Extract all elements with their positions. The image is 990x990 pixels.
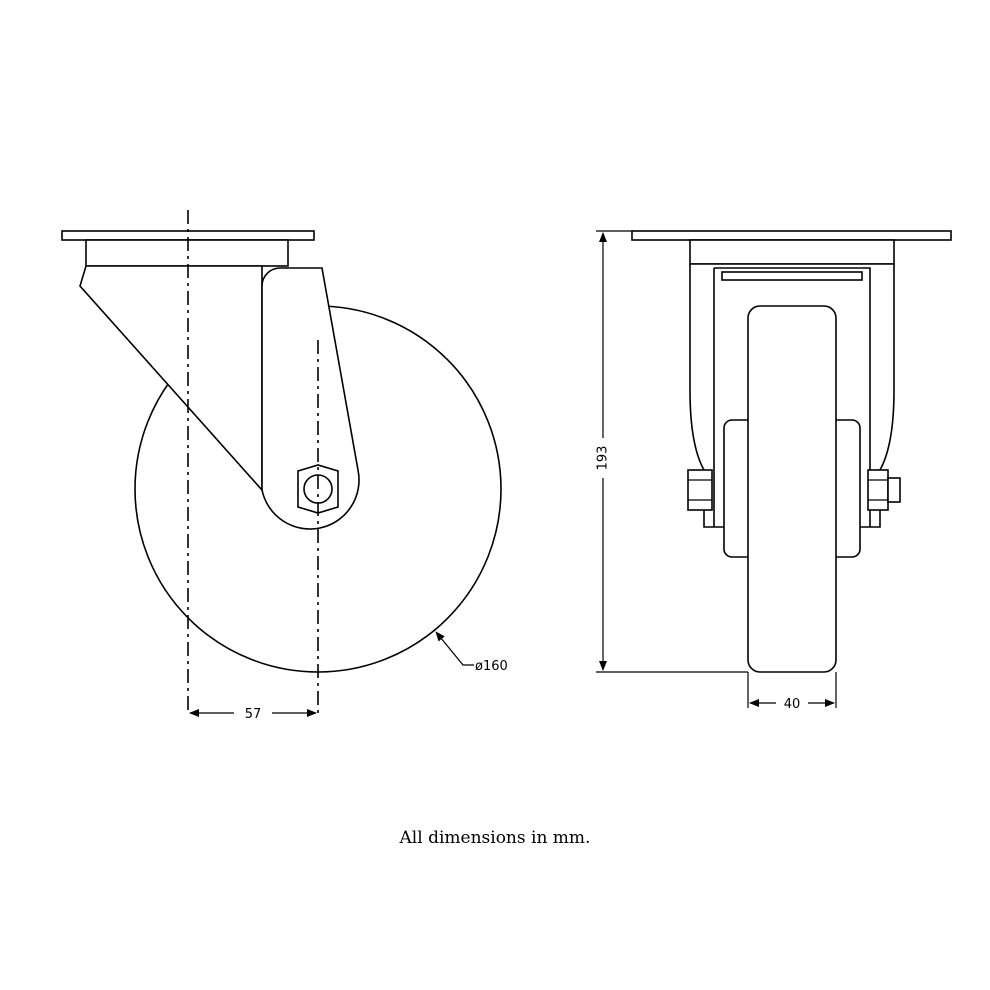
front-axle-bolt-end: [887, 477, 901, 503]
offset-dimension: 57: [189, 707, 317, 722]
height-dimension-label: 193: [596, 446, 611, 471]
front-axle-nut-right: [867, 469, 889, 511]
front-top-plate: [631, 230, 952, 241]
units-note: All dimensions in mm.: [399, 828, 591, 848]
front-view: 193 40: [596, 230, 952, 712]
side-view: 57 ø160: [61, 210, 508, 722]
front-fork-crossbar: [721, 271, 863, 281]
front-axle-nut-left: [687, 469, 713, 511]
front-fork-inner: [713, 267, 871, 527]
side-fork-bracket: [79, 265, 263, 493]
width-dimension-label: 40: [784, 697, 801, 712]
wheel-diameter-callout: ø160: [435, 631, 508, 674]
side-fork-leg: [261, 267, 360, 530]
side-plate-boss: [85, 239, 289, 267]
height-dimension: 193: [596, 230, 748, 673]
wheel-diameter-label: ø160: [475, 659, 508, 674]
width-dimension: 40: [747, 672, 837, 712]
front-wheel-tread: [747, 305, 837, 673]
offset-dimension-label: 57: [245, 707, 262, 722]
front-plate-boss: [689, 239, 895, 265]
